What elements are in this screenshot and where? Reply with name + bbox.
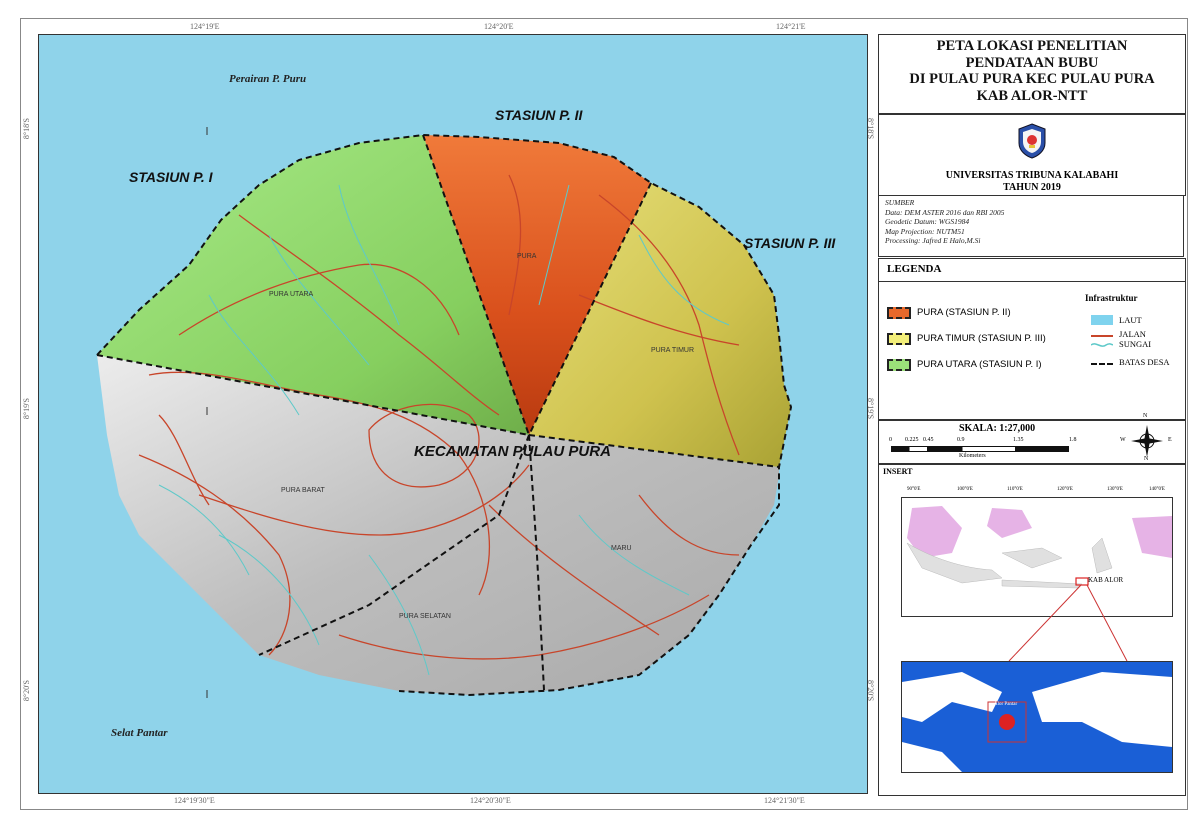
station-2-label: STASIUN P. II bbox=[495, 107, 583, 123]
legend-label-station-3: PURA TIMUR (STASIUN P. III) bbox=[917, 333, 1046, 344]
inset-heading: INSERT bbox=[883, 467, 913, 476]
inset-indonesia-svg bbox=[906, 506, 1172, 589]
station-3-label: STASIUN P. III bbox=[744, 235, 836, 251]
inset-location-label: KAB ALOR bbox=[1088, 576, 1124, 584]
river-lines bbox=[158, 184, 730, 676]
source-panel: SUMBER Data: DEM ASTER 2016 dan RBI 2005… bbox=[878, 195, 1184, 257]
scale-bar bbox=[891, 446, 1069, 452]
north-arrow-s: N bbox=[1144, 456, 1149, 462]
source-line-projection: Map Projection: NUTM51 bbox=[885, 226, 965, 236]
village-label-maru: MARU bbox=[611, 545, 632, 552]
village-boundaries bbox=[96, 133, 793, 697]
scale-tick-4: 1.35 bbox=[1013, 437, 1024, 443]
scale-label: SKALA: 1:27,000 bbox=[959, 423, 1036, 434]
tick-left-3: 8°20'S bbox=[22, 680, 31, 702]
tick-right-3: 8°20'S bbox=[866, 680, 875, 702]
island-map-svg bbox=[96, 127, 793, 698]
legend-swatch-road bbox=[1091, 335, 1113, 337]
inset-indonesia-map[interactable]: KAB ALOR bbox=[901, 497, 1173, 617]
scale-tick-2: 0.45 bbox=[923, 437, 934, 443]
source-line-processing: Processing: Jafred E Halo,M.Si bbox=[885, 236, 981, 245]
scale-tick-1: 0.225 bbox=[905, 437, 919, 443]
title-panel: PETA LOKASI PENELITIAN PENDATAAN BUBU DI… bbox=[878, 34, 1186, 114]
village-label-pura-selatan: PURA SELATAN bbox=[399, 613, 451, 620]
district-label: KECAMATAN PULAU PURA bbox=[414, 443, 611, 460]
north-arrow-e: E bbox=[1168, 437, 1172, 443]
legend-infra-heading: Infrastruktur bbox=[1085, 293, 1138, 303]
legend-swatch-station-1 bbox=[887, 359, 911, 371]
legend-swatch-sea bbox=[1091, 315, 1113, 325]
institution-year: TAHUN 2019 bbox=[1003, 182, 1061, 193]
tick-left-1: 8°18'S bbox=[22, 118, 31, 140]
tick-left-2: 8°19'S bbox=[22, 398, 31, 420]
institution-name: UNIVERSITAS TRIBUNA KALABAHI bbox=[945, 170, 1119, 181]
inset-tick-2: 100°0'E bbox=[957, 487, 973, 492]
tick-top-3: 124°21'E bbox=[776, 22, 806, 31]
source-line-data: Data: DEM ASTER 2016 dan RBI 2005 bbox=[885, 207, 1005, 217]
legend-divider bbox=[879, 281, 1185, 282]
scale-tick-5: 1.8 bbox=[1069, 437, 1077, 443]
village-label-pura-utara: PURA UTARA bbox=[269, 291, 314, 298]
legend-swatch-station-2 bbox=[887, 307, 911, 319]
station-1-area bbox=[97, 135, 529, 435]
inset-alor-map[interactable]: Alor Pantar bbox=[901, 661, 1173, 773]
north-arrow-icon bbox=[1131, 425, 1163, 457]
legend-label-river: SUNGAI bbox=[1119, 339, 1152, 349]
inset-tick-3: 110°0'E bbox=[1007, 487, 1023, 492]
institution-panel: UNIVERSITAS TRIBUNA KALABAHI TAHUN 2019 bbox=[878, 114, 1186, 196]
tick-right-1: 8°18'S bbox=[866, 118, 875, 140]
inset-tick-1: 90°0'E bbox=[907, 487, 921, 492]
tick-top-1: 124°19'E bbox=[190, 22, 220, 31]
north-arrow-w: W bbox=[1120, 437, 1126, 443]
legend-panel: LEGENDA PURA (STASIUN P. II) PURA TIMUR … bbox=[878, 258, 1186, 420]
inset-alor-svg bbox=[902, 672, 1172, 772]
station-2-area bbox=[423, 135, 651, 435]
scale-tick-3: 0.9 bbox=[957, 437, 965, 443]
map-title-line-3: DI PULAU PURA KEC PULAU PURA bbox=[909, 71, 1155, 87]
tick-right-2: 8°19'S bbox=[866, 398, 875, 420]
tick-top-2: 124°20'E bbox=[484, 22, 514, 31]
north-arrow-n: N bbox=[1143, 413, 1148, 419]
scale-unit: Kilometers bbox=[959, 453, 986, 459]
tick-bottom-1: 124°19'30"E bbox=[174, 796, 215, 805]
legend-swatch-river bbox=[1091, 343, 1113, 347]
university-logo-icon bbox=[1018, 123, 1046, 159]
village-label-pura-barat: PURA BARAT bbox=[281, 487, 325, 494]
map-title-line-1: PETA LOKASI PENELITIAN bbox=[936, 38, 1128, 54]
inset-small-label: Alor Pantar bbox=[994, 702, 1018, 707]
map-title-line-4: KAB ALOR-NTT bbox=[976, 87, 1088, 104]
inset-tick-6: 140°0'E bbox=[1149, 487, 1165, 492]
tick-bottom-3: 124°21'30"E bbox=[764, 796, 805, 805]
tick-bottom-2: 124°20'30"E bbox=[470, 796, 511, 805]
legend-label-boundary: BATAS DESA bbox=[1119, 357, 1170, 367]
scale-panel: SKALA: 1:27,000 0 0.225 0.45 0.9 1.35 1.… bbox=[878, 413, 1186, 464]
village-label-pura: PURA bbox=[517, 253, 537, 260]
legend-label-road: JALAN bbox=[1119, 329, 1146, 339]
south-land-area bbox=[97, 355, 779, 695]
source-heading: SUMBER bbox=[885, 198, 915, 207]
water-label-north: Perairan P. Puru bbox=[229, 73, 307, 85]
legend-heading: LEGENDA bbox=[887, 263, 942, 275]
legend-label-sea: LAUT bbox=[1119, 315, 1142, 325]
main-map[interactable]: Perairan P. Puru Selat Pantar STASIUN P.… bbox=[38, 34, 868, 794]
legend-label-station-2: PURA (STASIUN P. II) bbox=[917, 307, 1011, 318]
map-title-line-2: PENDATAAN BUBU bbox=[965, 54, 1099, 71]
legend-label-station-1: PURA UTARA (STASIUN P. I) bbox=[917, 359, 1042, 370]
station-1-label: STASIUN P. I bbox=[129, 169, 213, 185]
inset-tick-5: 130°0'E bbox=[1107, 487, 1123, 492]
village-label-pura-timur: PURA TIMUR bbox=[651, 347, 695, 354]
legend-swatch-boundary bbox=[1091, 363, 1113, 365]
legend-swatch-station-3 bbox=[887, 333, 911, 345]
road-lines bbox=[138, 174, 740, 660]
inset-tick-4: 120°0'E bbox=[1057, 487, 1073, 492]
inset-connector-lines bbox=[1008, 584, 1128, 662]
scale-tick-0: 0 bbox=[889, 437, 892, 443]
water-label-southwest: Selat Pantar bbox=[111, 727, 168, 739]
inset-panel: INSERT KAB ALOR 90°0'E 100°0'E 110°0'E 1… bbox=[878, 464, 1186, 796]
source-line-datum: Geodetic Datum: WGS1984 bbox=[885, 217, 970, 226]
